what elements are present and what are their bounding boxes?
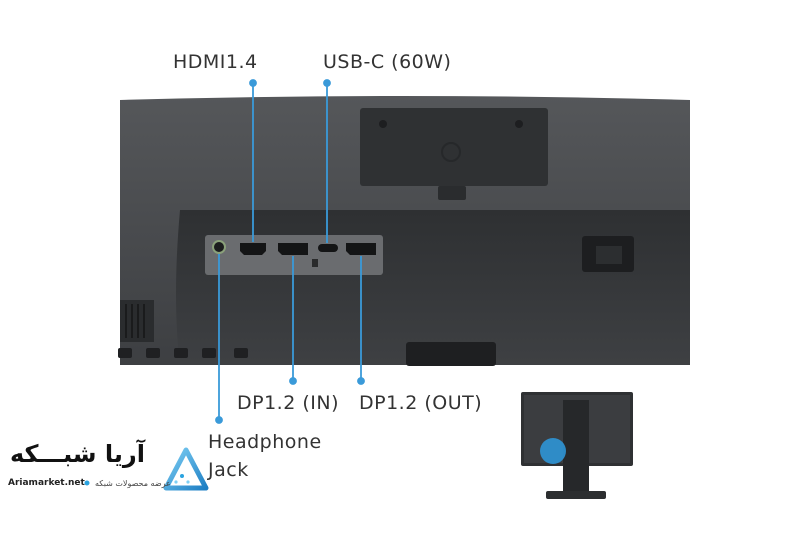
monitor-thumbnail xyxy=(521,392,633,499)
osd-button xyxy=(174,348,188,358)
vesa-screw-hole xyxy=(441,142,461,162)
port-icon xyxy=(312,259,318,267)
osd-button xyxy=(234,348,248,358)
callout-dot-usbc xyxy=(323,79,331,87)
stand-latch xyxy=(438,186,466,200)
dp-in-port xyxy=(278,243,308,255)
vesa-screw-hole xyxy=(515,120,523,128)
power-socket-inner xyxy=(596,246,622,264)
label-headphone-line1: Headphone xyxy=(208,431,322,453)
brand-name: آریا شبـــکه xyxy=(10,440,145,468)
osd-button xyxy=(146,348,160,358)
usb-c-port xyxy=(318,244,338,252)
label-usbc: USB-C (60W) xyxy=(323,51,452,73)
headphone-jack xyxy=(212,240,226,254)
callout-dot-dp-in xyxy=(289,377,297,385)
brand-tagline: عرضه محصولات شبکه xyxy=(95,479,171,488)
label-dp-in: DP1.2 (IN) xyxy=(237,392,339,414)
label-hdmi: HDMI1.4 xyxy=(173,51,258,73)
callout-dot-hdmi xyxy=(249,79,257,87)
brand-dot-icon xyxy=(84,480,90,486)
osd-button xyxy=(202,348,216,358)
brand-url: Ariamarket.net xyxy=(8,478,85,488)
vesa-screw-hole xyxy=(379,120,387,128)
dp-out-port xyxy=(346,243,376,255)
hdmi-port xyxy=(240,243,266,255)
callout-dot-dp-out xyxy=(357,377,365,385)
callout-dot-headphone xyxy=(215,416,223,424)
label-dp-out: DP1.2 (OUT) xyxy=(359,392,483,414)
cable-clip xyxy=(406,342,496,366)
osd-button xyxy=(118,348,132,358)
highlight-marker xyxy=(540,438,566,464)
vesa-mount-recess xyxy=(360,108,548,186)
aria-logo-icon xyxy=(163,447,209,491)
label-headphone-line2: Jack xyxy=(208,459,249,481)
